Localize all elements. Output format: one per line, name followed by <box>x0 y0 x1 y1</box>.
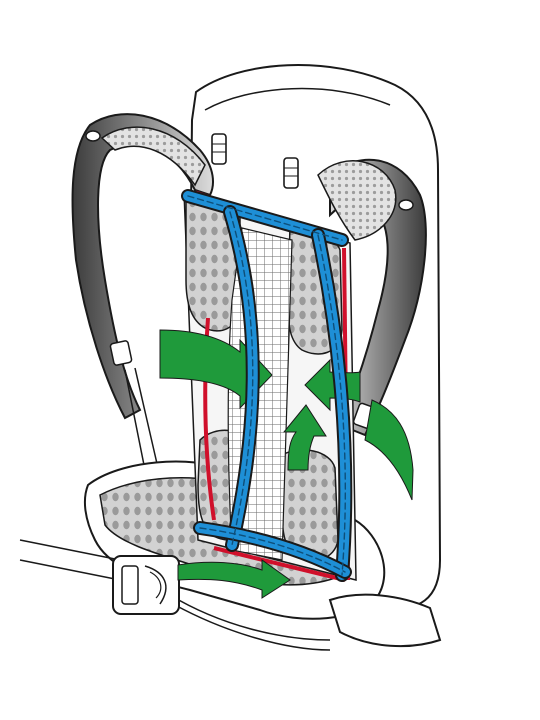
lash-loop-icon <box>211 133 227 165</box>
lash-loop-icon <box>283 157 299 189</box>
frame-stay-icon <box>181 189 353 582</box>
buckle-icon <box>112 555 180 615</box>
left-shoulder-strap <box>71 113 214 471</box>
airflow-arrow-icon <box>159 329 414 599</box>
